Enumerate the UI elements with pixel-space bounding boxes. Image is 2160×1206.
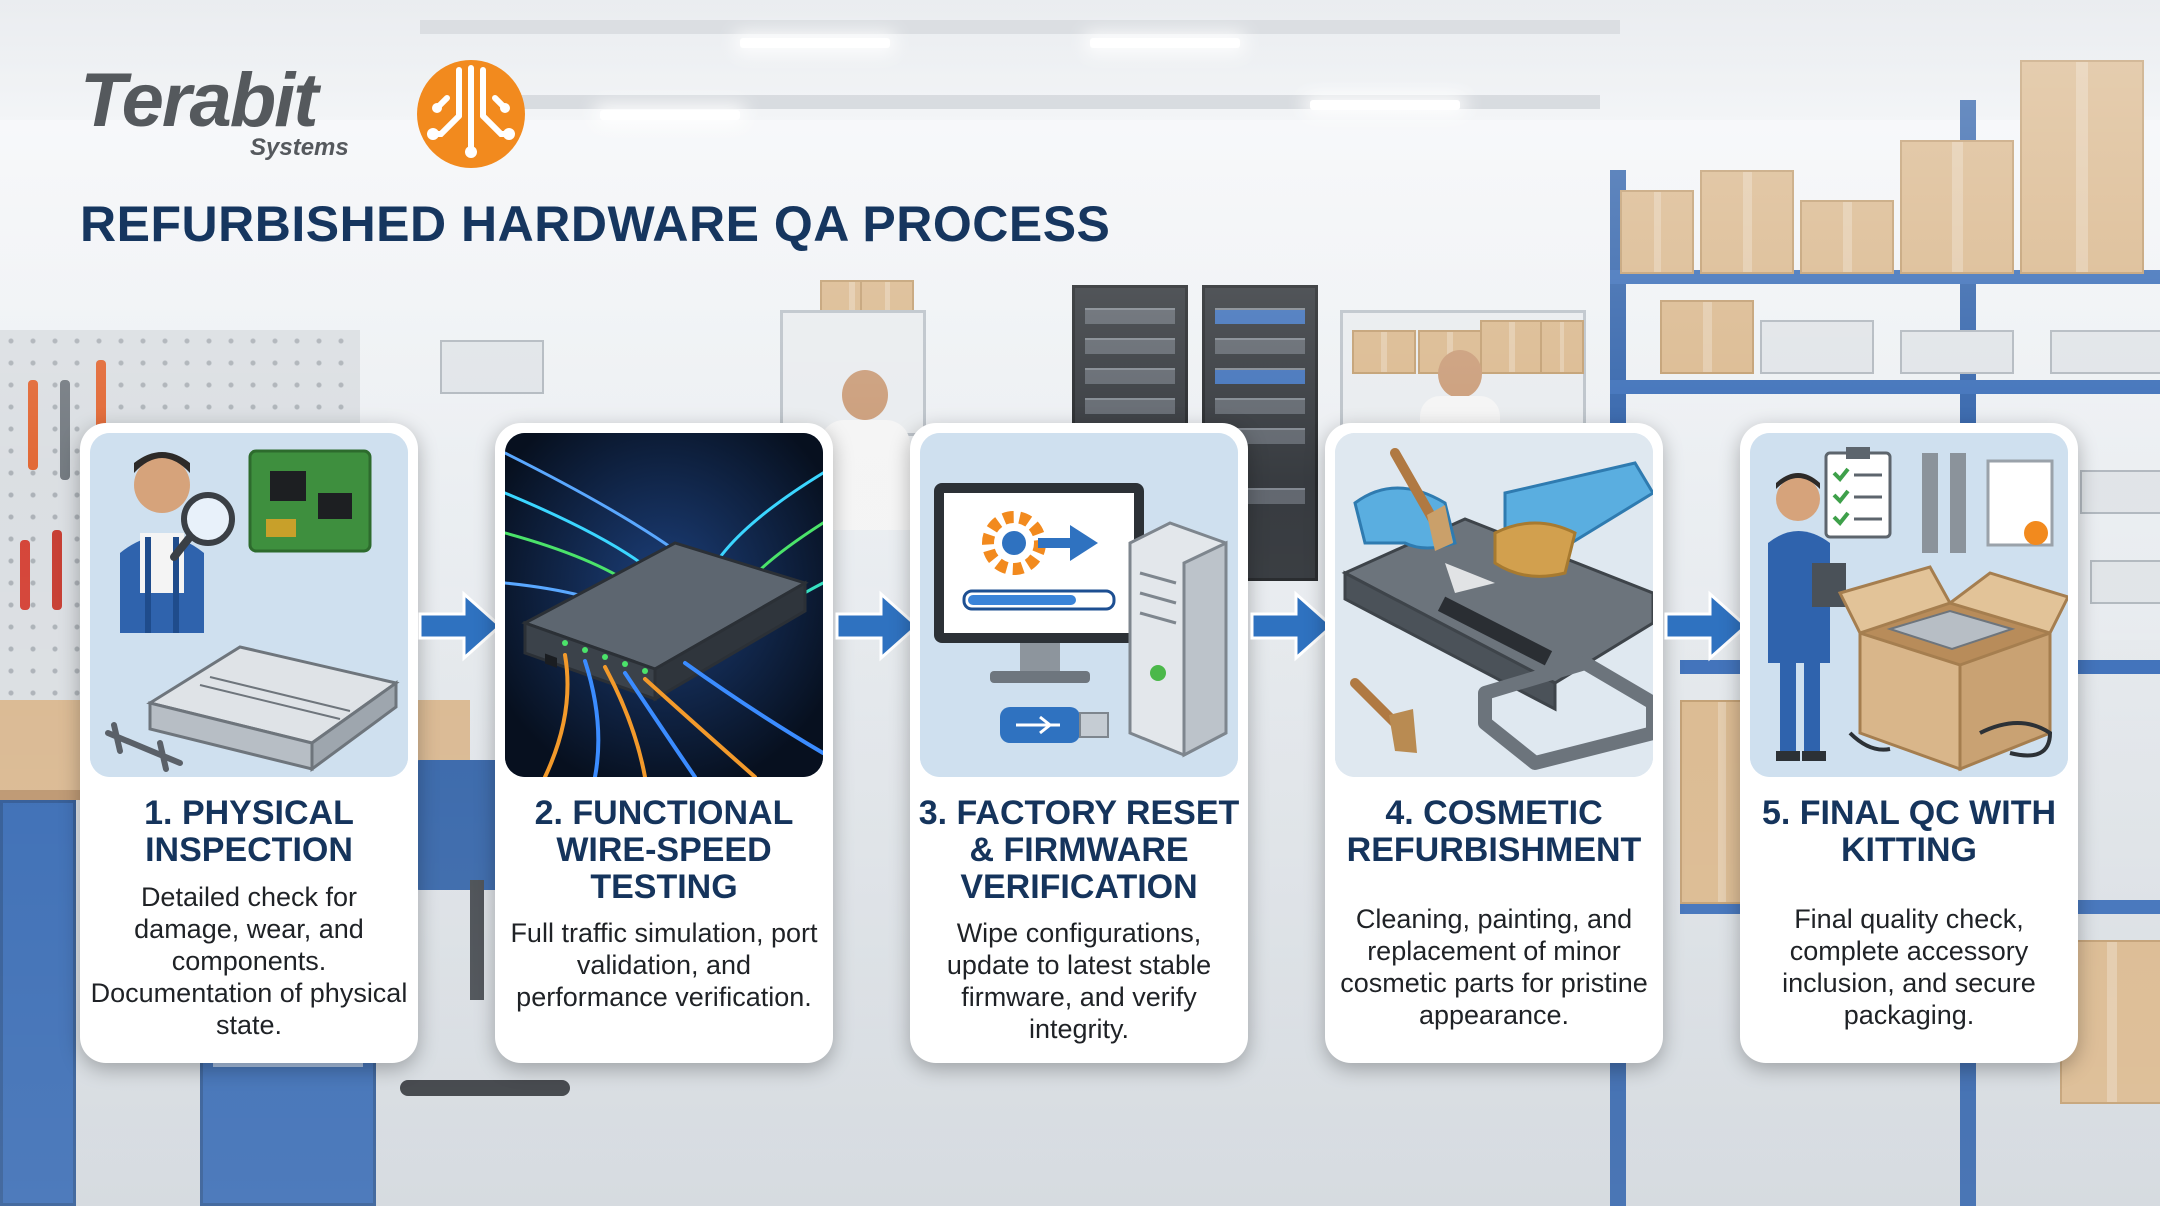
- network-device: [2050, 330, 2160, 374]
- monitor: [440, 340, 544, 394]
- arrow-right-icon: [835, 590, 919, 662]
- cardboard-box: [860, 280, 914, 312]
- technician-magnifier-icon: [90, 433, 408, 777]
- ceiling-light: [600, 110, 740, 120]
- circuit-logo-icon: [417, 60, 525, 168]
- cardboard-box: [1352, 330, 1416, 374]
- step-card-cosmetic-refurbishment: 4. COSMETIC REFURBISHMENT Cleaning, pain…: [1325, 423, 1663, 1063]
- cardboard-box: [2020, 60, 2144, 274]
- chair-base: [470, 880, 484, 1000]
- step-illustration: [1750, 433, 2068, 777]
- technician-background: [820, 370, 910, 530]
- cardboard-box: [1620, 190, 1694, 274]
- ceiling-light: [1310, 100, 1460, 110]
- step-title: 2. FUNCTIONAL WIRE-SPEED TESTING: [534, 794, 794, 906]
- cleaning-brush-icon: [1335, 433, 1653, 777]
- cardboard-box: [1700, 170, 1794, 274]
- packaging-box-icon: [1750, 433, 2068, 777]
- brand-tagline: Systems: [250, 134, 349, 161]
- arrow-right-icon: [1250, 590, 1334, 662]
- tool: [96, 360, 106, 440]
- step-illustration: [90, 433, 408, 777]
- step-title: 1. PHYSICAL INSPECTION: [144, 794, 354, 869]
- ceiling-beam: [420, 20, 1620, 34]
- arrow-right-icon: [418, 590, 502, 662]
- page-title: REFURBISHED HARDWARE QA PROCESS: [80, 196, 1111, 252]
- ceiling-light: [1090, 38, 1240, 48]
- step-card-factory-reset: 3. FACTORY RESET & FIRMWARE VERIFICATION…: [910, 423, 1248, 1063]
- tool: [20, 540, 30, 610]
- brand-logo: Terabit Systems: [80, 58, 530, 168]
- network-switch-icon: [505, 433, 823, 777]
- computer-firmware-icon: [920, 433, 1238, 777]
- step-illustration: [505, 433, 823, 777]
- brand-name: Terabit: [80, 58, 319, 143]
- shelf-beam: [1610, 380, 2160, 394]
- step-title: 4. COSMETIC REFURBISHMENT: [1346, 794, 1642, 869]
- step-description: Detailed check for damage, wear, and com…: [90, 882, 408, 1040]
- step-illustration: [920, 433, 1238, 777]
- network-device: [1900, 330, 2014, 374]
- step-card-functional-testing: 2. FUNCTIONAL WIRE-SPEED TESTING Full tr…: [495, 423, 833, 1063]
- tool: [52, 530, 62, 610]
- chair-base: [400, 1080, 570, 1096]
- tool: [28, 380, 38, 470]
- drawer-cabinet: [0, 800, 76, 1206]
- tool: [60, 380, 70, 480]
- network-device: [2090, 560, 2160, 604]
- step-description: Final quality check, complete accessory …: [1782, 904, 2036, 1030]
- network-device: [1760, 320, 1874, 374]
- step-description: Full traffic simulation, port validation…: [510, 918, 818, 1012]
- cardboard-box: [1900, 140, 2014, 274]
- cardboard-box: [1540, 320, 1584, 374]
- cardboard-box: [1660, 300, 1754, 374]
- step-illustration: [1335, 433, 1653, 777]
- ceiling-light: [740, 38, 890, 48]
- step-title: 3. FACTORY RESET & FIRMWARE VERIFICATION: [918, 794, 1240, 906]
- step-card-physical-inspection: 1. PHYSICAL INSPECTION Detailed check fo…: [80, 423, 418, 1063]
- step-card-final-qc: 5. FINAL QC WITH KITTING Final quality c…: [1740, 423, 2078, 1063]
- network-device: [2080, 470, 2160, 514]
- step-title: 5. FINAL QC WITH KITTING: [1761, 794, 2057, 869]
- cardboard-box: [1800, 200, 1894, 274]
- arrow-right-icon: [1664, 590, 1748, 662]
- step-description: Cleaning, painting, and replacement of m…: [1340, 904, 1648, 1030]
- step-description: Wipe configurations, update to latest st…: [946, 918, 1212, 1044]
